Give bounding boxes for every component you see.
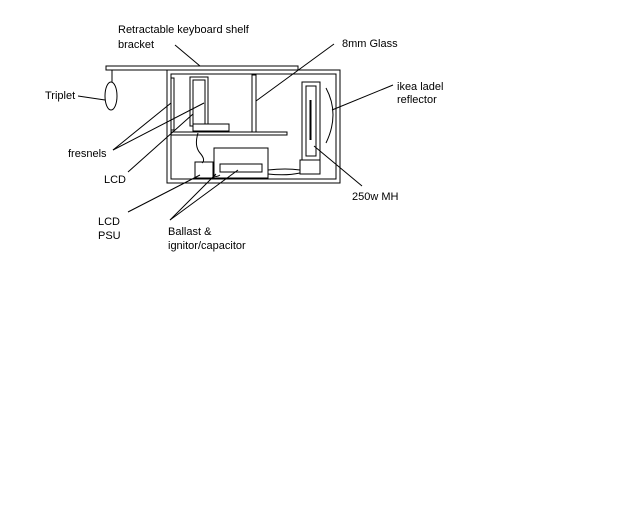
label-psu-line1: LCD	[98, 216, 120, 228]
ballast-unit	[213, 147, 269, 179]
label-ballast-line1: Ballast &	[168, 226, 212, 238]
leader-psu	[127, 174, 201, 213]
wiring	[195, 132, 301, 177]
label-bracket-line2: bracket	[118, 39, 154, 51]
label-fresnels: fresnels	[68, 148, 107, 160]
glass-pane	[251, 74, 257, 133]
label-triplet: Triplet	[45, 90, 75, 102]
ladel-reflector	[325, 87, 334, 144]
leader-lcd	[127, 113, 194, 173]
lamp-housing	[301, 81, 321, 161]
internal-shelf	[170, 131, 288, 136]
label-glass: 8mm Glass	[342, 38, 398, 50]
label-lcd: LCD	[104, 174, 126, 186]
leader-ballast-1	[169, 173, 217, 221]
lcd-panel	[189, 76, 209, 127]
lcd-psu	[194, 161, 214, 179]
label-ballast-line2: ignitor/capacitor	[168, 240, 246, 252]
leader-fresnel-right	[112, 102, 205, 151]
label-bracket-line1: Retractable keyboard shelf	[118, 24, 250, 36]
leader-mh	[313, 145, 363, 187]
label-reflector-line2: reflector	[397, 94, 437, 106]
leader-bracket	[174, 44, 201, 67]
label-reflector-line1: ikea ladel	[397, 81, 443, 93]
mh-lamp-base	[299, 159, 321, 175]
leader-ballast-2	[169, 169, 239, 221]
leader-glass	[255, 43, 335, 102]
label-psu-line2: PSU	[98, 230, 121, 242]
lcd-mount	[192, 123, 230, 132]
fresnel-left	[170, 77, 175, 131]
leader-lines	[77, 43, 394, 221]
label-mh: 250w MH	[352, 191, 399, 203]
leader-fresnel-left	[112, 102, 172, 151]
leader-reflector	[331, 84, 394, 111]
leader-triplet	[77, 95, 106, 101]
triplet-lens	[104, 81, 118, 111]
